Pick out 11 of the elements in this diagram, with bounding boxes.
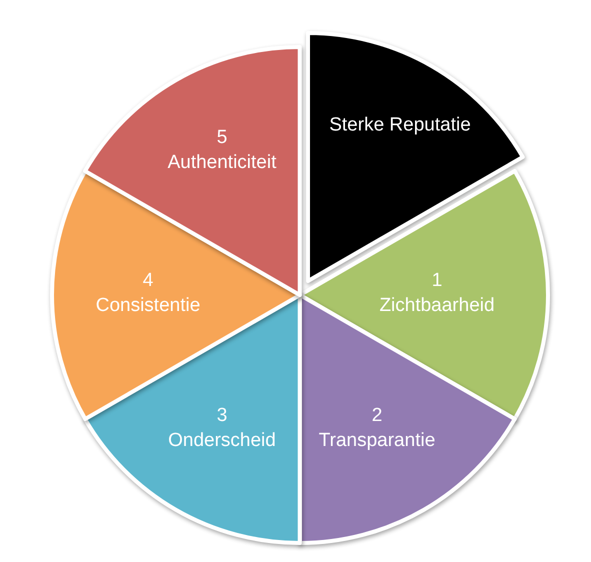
segment-label: 1: [430, 269, 444, 293]
segment-label: Zichtbaarheid: [379, 294, 495, 318]
segment-label: Sterke Reputatie: [329, 113, 471, 138]
segment-label: Consistentie: [96, 294, 200, 318]
segment-label: 5: [216, 126, 228, 150]
segment-label: Onderscheid: [168, 429, 276, 453]
segment-label: Authenticiteit: [168, 151, 276, 175]
segment-label: 4: [142, 269, 154, 293]
segment-label: 3: [216, 404, 228, 428]
segment-label: 2: [370, 404, 384, 428]
segment-label: Transparantie: [318, 429, 436, 453]
